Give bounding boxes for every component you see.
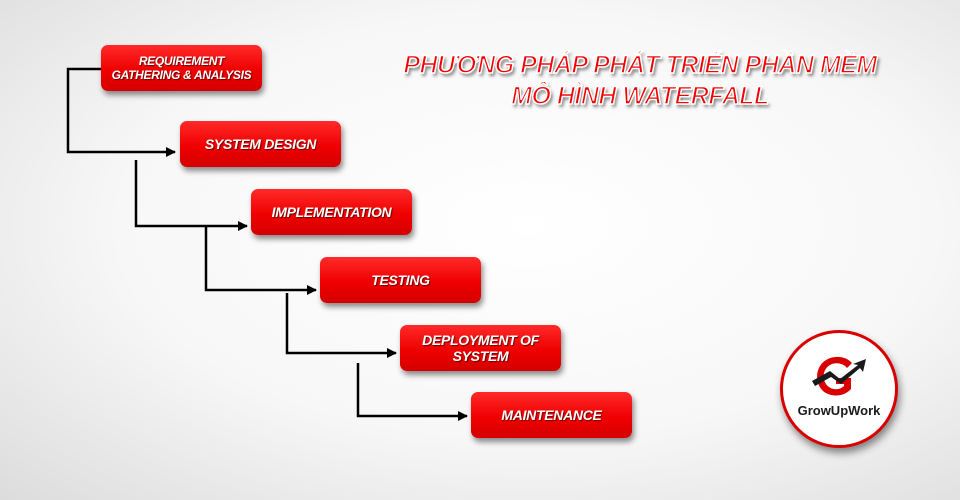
logo-text: GrowUpWork xyxy=(797,403,881,418)
connector-arrow-5 xyxy=(356,363,468,421)
step-deployment: DEPLOYMENT OF SYSTEM xyxy=(400,325,561,371)
step-system-design: SYSTEM DESIGN xyxy=(180,121,341,167)
step-requirement-gathering: REQUIREMENT GATHERING & ANALYSIS xyxy=(101,45,262,91)
page-title: PHƯƠNG PHÁP PHÁT TRIỂN PHẦN MỀM MÔ HÌNH … xyxy=(372,50,908,112)
connector-arrow-3 xyxy=(204,226,317,295)
growupwork-logo: GrowUpWork xyxy=(780,330,898,448)
connector-arrow-2 xyxy=(134,160,248,231)
title-line-1: PHƯƠNG PHÁP PHÁT TRIỂN PHẦN MỀM xyxy=(403,50,878,80)
connector-arrow-4 xyxy=(285,293,397,358)
title-line-2: MÔ HÌNH WATERFALL xyxy=(510,81,770,111)
growupwork-logo-icon xyxy=(812,356,866,396)
step-testing: TESTING xyxy=(320,257,481,303)
connector-arrow-1 xyxy=(66,67,176,157)
step-implementation: IMPLEMENTATION xyxy=(251,189,412,235)
step-maintenance: MAINTENANCE xyxy=(471,392,632,438)
